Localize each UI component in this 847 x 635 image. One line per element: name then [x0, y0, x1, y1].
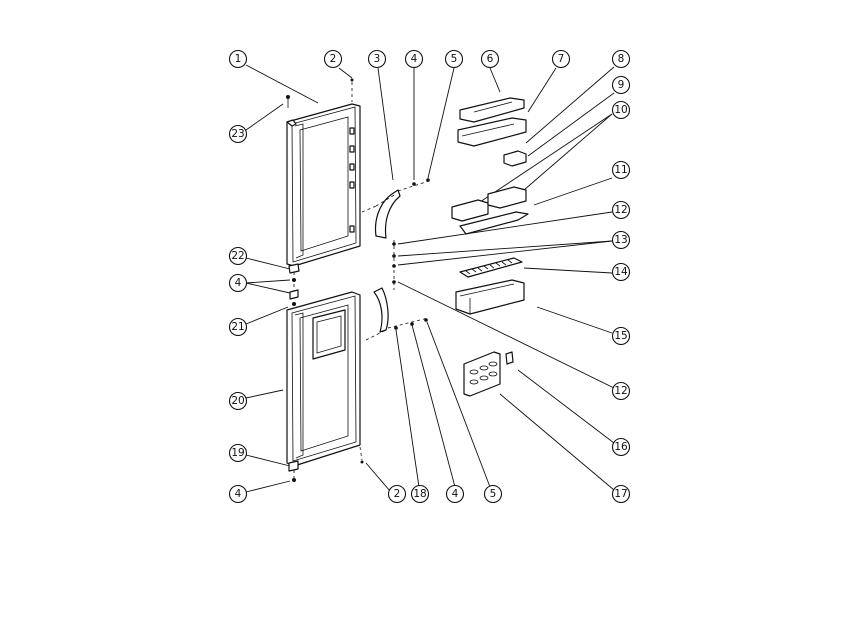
callout-20: 20 — [228, 391, 248, 411]
callout-22: 22 — [228, 246, 248, 266]
svg-text:17: 17 — [614, 488, 627, 500]
callout-2-bottom: 2 — [387, 484, 407, 504]
door-shelves — [451, 97, 529, 397]
svg-text:14: 14 — [614, 266, 628, 278]
callout-23: 23 — [228, 124, 248, 144]
callout-4-bottom: 4 — [445, 484, 465, 504]
callout-13: 13 — [611, 230, 631, 250]
svg-text:11: 11 — [614, 164, 627, 176]
callout-5-bottom: 5 — [483, 484, 503, 504]
svg-text:8: 8 — [618, 53, 625, 65]
svg-text:10: 10 — [614, 104, 627, 116]
svg-text:20: 20 — [231, 395, 244, 407]
svg-text:15: 15 — [614, 330, 627, 342]
callout-17: 17 — [611, 484, 631, 504]
callout-4-left-bottom: 4 — [228, 484, 248, 504]
svg-text:23: 23 — [231, 128, 244, 140]
svg-text:22: 22 — [231, 250, 244, 262]
svg-text:2: 2 — [394, 488, 401, 500]
callout-3: 3 — [367, 49, 387, 69]
svg-text:5: 5 — [451, 53, 458, 65]
upper-door — [286, 103, 361, 267]
callout-7: 7 — [551, 49, 571, 69]
callout-11: 11 — [611, 160, 631, 180]
callout-2: 2 — [323, 49, 343, 69]
svg-text:4: 4 — [235, 488, 242, 500]
callout-12-top: 12 — [611, 200, 631, 220]
svg-text:4: 4 — [452, 488, 459, 500]
svg-text:2: 2 — [330, 53, 337, 65]
svg-text:16: 16 — [614, 441, 628, 453]
svg-text:9: 9 — [618, 79, 625, 91]
leader-lines — [245, 64, 615, 493]
svg-text:19: 19 — [231, 447, 244, 459]
callout-8: 8 — [611, 49, 631, 69]
callout-15: 15 — [611, 326, 631, 346]
callout-4: 4 — [404, 49, 424, 69]
svg-text:18: 18 — [413, 488, 426, 500]
callout-4-left-mid: 4 — [228, 273, 248, 293]
svg-text:21: 21 — [231, 321, 244, 333]
callout-19: 19 — [228, 443, 248, 463]
callout-10: 10 — [611, 100, 631, 120]
callout-18: 18 — [410, 484, 430, 504]
svg-text:5: 5 — [490, 488, 497, 500]
callout-12-bottom: 12 — [611, 381, 631, 401]
callouts: 1 2 3 4 5 6 7 8 9 10 11 12 13 14 15 12 1… — [228, 49, 631, 504]
svg-text:4: 4 — [235, 277, 242, 289]
callout-6: 6 — [480, 49, 500, 69]
svg-text:1: 1 — [235, 53, 242, 65]
door-hardware — [286, 78, 364, 482]
svg-text:13: 13 — [614, 234, 627, 246]
callout-21: 21 — [228, 317, 248, 337]
callout-1: 1 — [228, 49, 248, 69]
lower-door — [286, 291, 361, 467]
callout-5: 5 — [444, 49, 464, 69]
callout-14: 14 — [611, 262, 631, 282]
callout-16: 16 — [611, 437, 631, 457]
svg-text:7: 7 — [558, 53, 565, 65]
callout-9: 9 — [611, 75, 631, 95]
svg-text:6: 6 — [487, 53, 494, 65]
svg-text:12: 12 — [614, 204, 627, 216]
svg-text:12: 12 — [614, 385, 627, 397]
svg-text:4: 4 — [411, 53, 418, 65]
svg-text:3: 3 — [374, 53, 381, 65]
handles — [361, 178, 433, 341]
